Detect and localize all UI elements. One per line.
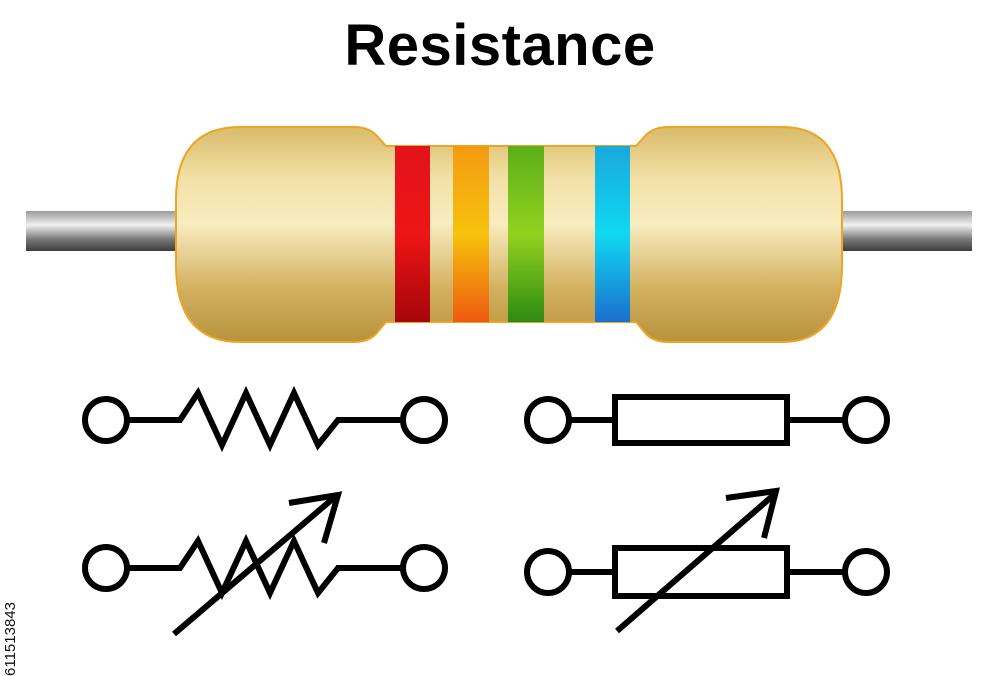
variable-arrow-shaft bbox=[172, 493, 338, 637]
zigzag-path bbox=[127, 385, 403, 453]
terminal-circle bbox=[842, 396, 890, 444]
arrow-head-icon bbox=[725, 487, 781, 539]
lead-left bbox=[26, 211, 192, 251]
resistor-rectangle bbox=[612, 394, 790, 446]
terminal-circle bbox=[524, 548, 572, 596]
rectangle-resistor-symbol bbox=[524, 394, 890, 446]
zigzag-resistor-symbol bbox=[82, 385, 448, 453]
terminal-circle bbox=[400, 544, 448, 592]
page-title: Resistance bbox=[344, 13, 656, 78]
color-band-2 bbox=[453, 146, 489, 322]
variable-arrow-shaft bbox=[615, 490, 778, 634]
resistor-leads bbox=[26, 211, 972, 251]
zigzag-path bbox=[127, 533, 403, 601]
terminal-circle bbox=[842, 548, 890, 596]
variable-zigzag-resistor-symbol bbox=[82, 491, 448, 637]
color-band-1 bbox=[395, 146, 430, 322]
variable-rectangle-resistor-symbol bbox=[524, 487, 890, 634]
color-band-4 bbox=[595, 146, 630, 322]
arrow-head-icon bbox=[288, 491, 343, 544]
terminal-circle bbox=[400, 396, 448, 444]
color-band-3 bbox=[508, 146, 544, 322]
lead-right bbox=[820, 211, 972, 251]
terminal-circle bbox=[82, 396, 130, 444]
terminal-circle bbox=[524, 396, 572, 444]
terminal-circle bbox=[82, 544, 130, 592]
resistor-body bbox=[175, 126, 843, 343]
